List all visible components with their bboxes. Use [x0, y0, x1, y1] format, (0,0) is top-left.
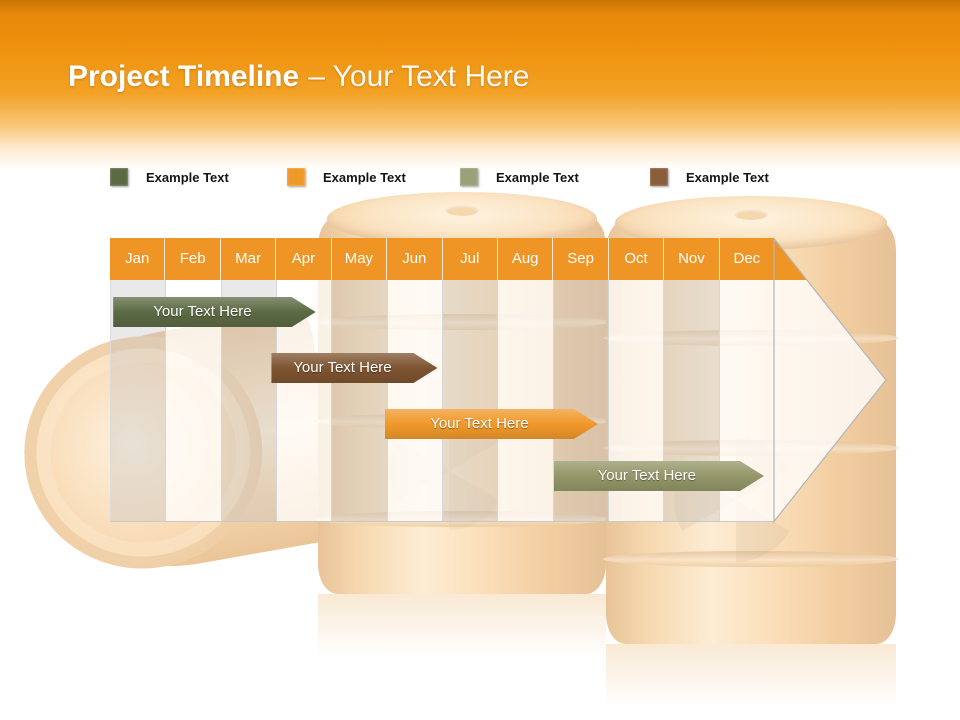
legend-swatch [650, 168, 668, 186]
barrel-cap [733, 208, 768, 220]
month-cell-mar: Mar [221, 238, 277, 280]
legend-item-4: Example Text [650, 168, 769, 186]
timeline-arrow-head-icon [773, 236, 887, 524]
month-cell-nov: Nov [664, 238, 720, 280]
legend-label: Example Text [686, 169, 769, 185]
task-bar-3: Your Text Here [385, 409, 598, 439]
month-column-may [332, 280, 388, 521]
legend-label: Example Text [146, 169, 229, 185]
legend-item-3: Example Text [460, 168, 579, 186]
month-cell-aug: Aug [498, 238, 554, 280]
month-cell-jul: Jul [443, 238, 498, 280]
barrel-reflection [606, 644, 896, 708]
task-bar-4: Your Text Here [554, 461, 764, 491]
month-column-jun [387, 280, 443, 521]
arrow-head-header-piece [774, 238, 808, 280]
legend-label: Example Text [496, 169, 579, 185]
month-cell-feb: Feb [165, 238, 221, 280]
legend-item-1: Example Text [110, 168, 229, 186]
legend-swatch [460, 168, 478, 186]
legend-swatch [110, 168, 128, 186]
task-bar-1: Your Text Here [113, 297, 316, 327]
legend-label: Example Text [323, 169, 406, 185]
month-cell-oct: Oct [609, 238, 665, 280]
title-main: Project Timeline [68, 60, 300, 93]
month-cell-may: May [332, 238, 388, 280]
month-column-aug [498, 280, 554, 521]
month-cell-dec: Dec [720, 238, 776, 280]
month-column-jul [442, 280, 499, 521]
month-cell-sep: Sep [553, 238, 609, 280]
task-bar-2: Your Text Here [271, 353, 437, 383]
month-cell-apr: Apr [276, 238, 332, 280]
header-band: Project Timeline– Your Text Here [0, 0, 960, 170]
legend-item-2: Example Text [287, 168, 406, 186]
barrel-rib [603, 550, 899, 567]
barrel-cap [444, 204, 479, 216]
month-cell-jun: Jun [387, 238, 443, 280]
month-cell-jan: Jan [110, 238, 166, 280]
barrel-reflection [318, 594, 606, 658]
legend: Example Text Example Text Example Text Exam… [110, 168, 850, 192]
title-suffix: – Your Text Here [308, 60, 530, 93]
slide-title: Project Timeline– Your Text Here [68, 60, 529, 94]
legend-swatch [287, 168, 305, 186]
